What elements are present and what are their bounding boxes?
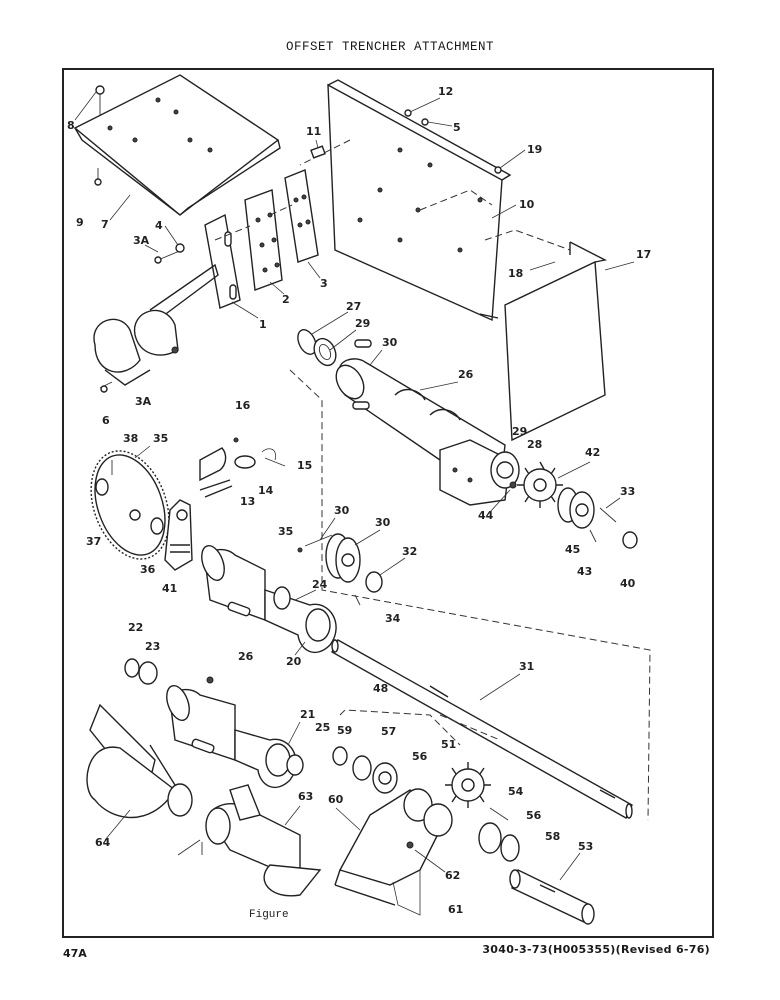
arm-part-22	[166, 685, 297, 789]
callout-56: 57	[381, 725, 396, 738]
flange-part-32	[325, 533, 361, 583]
callout-45: 42	[585, 446, 600, 459]
callout-26: 25	[315, 721, 330, 734]
callout-28: 26	[458, 368, 474, 381]
callout-7: 6	[102, 414, 110, 427]
auger-part-62	[86, 703, 193, 819]
callout-31: 30	[382, 336, 398, 349]
callout-62: 64	[95, 836, 111, 849]
callout-11: 10	[519, 198, 535, 211]
callout-42: 38	[123, 432, 138, 445]
tube-housing-part-28	[335, 358, 520, 506]
page-title: OFFSET TRENCHER ATTACHMENT	[285, 40, 495, 54]
callout-57: 59	[337, 724, 352, 737]
callout-1: 1	[259, 318, 267, 331]
callout-4: 3A	[133, 234, 150, 247]
auger-part-61	[205, 784, 322, 897]
callout-39: 35	[153, 432, 168, 445]
callout-3A: 3A	[135, 395, 152, 408]
callout-12: 11	[306, 125, 321, 138]
page-number: 47A	[63, 947, 87, 960]
callout-47: 44	[478, 509, 494, 522]
callout-21: 20	[286, 655, 302, 668]
shaft-part-34	[331, 639, 633, 819]
plate-part-2	[244, 189, 283, 291]
callout-29: 27	[346, 300, 361, 313]
callout-36: 33	[620, 485, 635, 498]
bearing-part-55-upper	[372, 762, 398, 794]
callout-30: 29	[355, 317, 370, 330]
callout-52: 51	[441, 738, 456, 751]
document-reference: 3040-3-73(H005355)(Revised 6-76)	[482, 943, 710, 956]
callout-46: 43	[577, 565, 592, 578]
callout-29b: 28	[527, 438, 542, 451]
figure-frame	[62, 68, 714, 938]
callout-58: 60	[328, 793, 344, 806]
callout-23: 22	[128, 621, 143, 634]
callout-10: 9	[76, 216, 84, 229]
callout-13: 12	[438, 85, 453, 98]
callout-14: 13	[240, 495, 255, 508]
callout-60: 62	[445, 869, 460, 882]
sprocket-part-52	[445, 762, 491, 808]
callout-33: 30	[334, 504, 350, 517]
part-callouts: 8 9 7 3A 4 1 2 3 3A 6 11 12 5 19 10 17 1…	[67, 85, 651, 921]
side-plate-part-18	[504, 241, 608, 442]
callout-48: 45	[565, 543, 580, 556]
callout-24: 23	[145, 640, 160, 653]
plate-part-3	[284, 169, 319, 263]
mount-bracket-part-1	[149, 213, 241, 323]
callout-54: 54	[508, 785, 524, 798]
callout-15: 14	[258, 484, 274, 497]
clamp-part-3A	[93, 309, 179, 386]
lever-part-44	[164, 499, 193, 571]
callout-5: 4	[155, 219, 163, 232]
callout-38: 35	[278, 525, 293, 538]
callout-53: 53	[578, 840, 593, 853]
callout-27: 26	[238, 650, 254, 663]
callout-17: 16	[235, 399, 251, 412]
callout-18: 17	[636, 248, 651, 261]
callout-16: 15	[297, 459, 312, 472]
shield-part-8	[73, 74, 281, 216]
callout-44: 41	[162, 582, 177, 595]
callout-37: 34	[385, 612, 401, 625]
callout-3: 3	[320, 277, 328, 290]
callout-55: 56	[412, 750, 428, 763]
callout-20: 19	[527, 143, 542, 156]
callout-32: 30	[375, 516, 391, 529]
callout-56b: 58	[545, 830, 560, 843]
callout-19: 18	[508, 267, 523, 280]
callout-40: 36	[140, 563, 156, 576]
callout-30b: 29	[512, 425, 527, 438]
callout-8: 7	[101, 218, 109, 231]
callout-9: 8	[67, 119, 75, 132]
callout-34: 31	[519, 660, 534, 673]
ring-gear-part-39	[90, 450, 170, 560]
callout-55b: 56	[526, 809, 542, 822]
panel-part-11	[327, 79, 512, 322]
callout-43: 40	[620, 577, 636, 590]
sprocket-part-45	[517, 461, 563, 508]
callout-6: 5	[453, 121, 461, 134]
callout-25: 24	[312, 578, 328, 591]
figure-caption: Figure	[249, 909, 289, 921]
bearing-housing-part-58	[334, 788, 453, 906]
hub-part-48	[557, 487, 595, 529]
arm-part-21	[201, 545, 337, 654]
callout-leaders	[74, 91, 635, 881]
callout-22: 21	[300, 708, 315, 721]
callout-51: 48	[373, 682, 388, 695]
shaft-part-53	[509, 869, 595, 925]
callout-35: 32	[402, 545, 417, 558]
callout-41: 37	[86, 535, 101, 548]
callout-61: 63	[298, 790, 313, 803]
callout-2: 2	[282, 293, 290, 306]
callout-59: 61	[448, 903, 463, 916]
